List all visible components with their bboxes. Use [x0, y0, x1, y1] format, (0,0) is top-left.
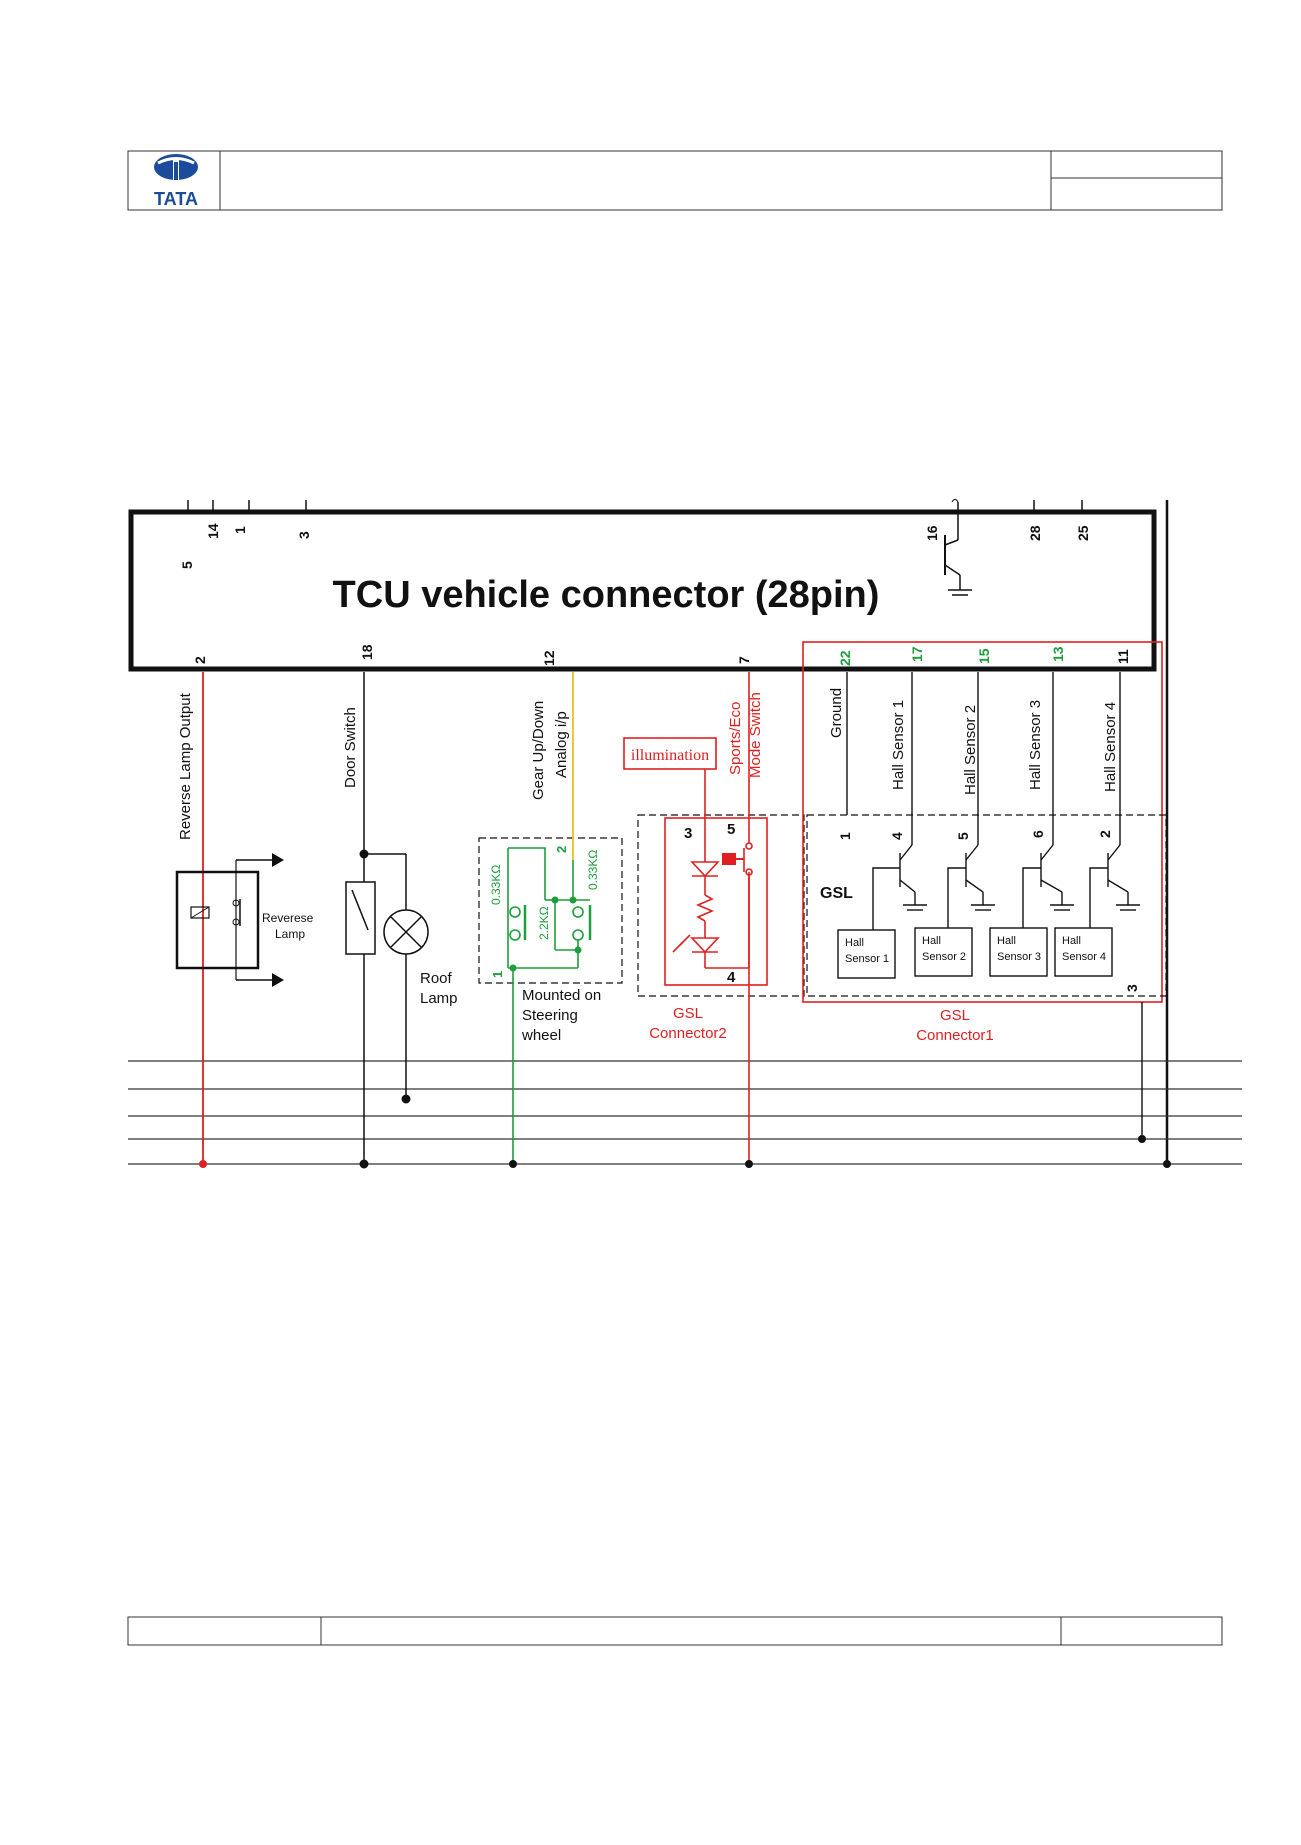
hall-sensor-box-text: Hall [997, 935, 1016, 947]
hall-sensor-box-text: Hall [922, 935, 941, 947]
steering-caption: Mounted on [522, 987, 601, 1004]
signal-hall-sensor-4: Hall Sensor 4 [1102, 702, 1119, 792]
reverse-relay-box [175, 870, 260, 970]
signal-gear-updown: Gear Up/Down [530, 701, 547, 800]
hall-transistor-4 [1089, 844, 1140, 930]
signal-reverse-lamp-output: Reverse Lamp Output [177, 692, 194, 840]
hall-transistor-3 [1022, 844, 1074, 930]
gsl1-label: GSL [820, 885, 853, 902]
pin16-transistor-symbol [944, 502, 972, 596]
top-pin-label: 14 [205, 523, 221, 539]
resistor-label: 0.33KΩ [489, 865, 503, 905]
signal-analog-ip: Analog i/p [553, 711, 570, 778]
hall-transistor-1 [872, 844, 927, 930]
illumination-box [623, 737, 717, 770]
steering-caption: wheel [521, 1027, 561, 1044]
signal-hall-sensor-3: Hall Sensor 3 [1027, 700, 1044, 790]
gsl1-caption: Connector1 [916, 1027, 994, 1044]
top-pin-label: 5 [179, 561, 195, 569]
door-switch-circuit [345, 672, 429, 1169]
gsl2-caption: Connector2 [649, 1025, 727, 1042]
logo-text: TATA [154, 189, 198, 209]
gsl1-caption: GSL [940, 1007, 970, 1024]
hall-sensor-box-text: Sensor 4 [1062, 951, 1106, 963]
resistor-label: 2.2KΩ [537, 906, 551, 940]
bottom-pin-label: 12 [541, 650, 557, 666]
gsl2-caption: GSL [673, 1005, 703, 1022]
steering-switch-block: 0.33KΩ 2.2KΩ 0.33KΩ 2 1 Mounted on Steer… [478, 672, 623, 1168]
bottom-pin-label: 7 [736, 656, 752, 664]
top-pin-label: 16 [924, 525, 940, 541]
switch-actuator [722, 853, 736, 865]
signal-labels: Reverse Lamp Output Door Switch Gear Up/… [177, 688, 1119, 840]
bus-lines [128, 1060, 1242, 1165]
gsl1-pin-label: 6 [1030, 830, 1046, 838]
bottom-pin-label: 18 [359, 644, 375, 660]
bottom-pin-label: 2 [192, 656, 208, 664]
reverse-lamp-label: Reverese [262, 911, 314, 925]
hall-sensor-box-text: Hall [1062, 935, 1081, 947]
header-box: TATA [127, 150, 1223, 211]
top-pin-label: 28 [1027, 525, 1043, 541]
top-pin-label: 25 [1075, 525, 1091, 541]
footer-box [127, 1616, 1223, 1646]
bottom-pin-labels: 2 18 12 7 22 17 15 13 11 [192, 644, 1131, 666]
steering-pin-label: 2 [554, 846, 569, 853]
bottom-pin-label: 17 [909, 646, 925, 662]
gsl-connector-2: illumination 3 [623, 672, 805, 1168]
hall-sensor-box-text: Hall [845, 937, 864, 949]
roof-lamp-label: Roof [420, 970, 453, 987]
illumination-label: illumination [631, 747, 709, 764]
gsl2-pin-label: 3 [684, 825, 692, 842]
gsl1-pin-label: 1 [837, 832, 853, 840]
signal-door-switch: Door Switch [342, 707, 359, 788]
signal-hall-sensor-2: Hall Sensor 2 [962, 705, 979, 795]
hall-sensor-box-text: Sensor 1 [845, 953, 889, 965]
tata-logo-icon [154, 154, 198, 180]
hall-sensor-box-text: Sensor 2 [922, 951, 966, 963]
gsl1-pin-label: 2 [1097, 830, 1113, 838]
gsl1-pin-label: 5 [955, 832, 971, 840]
reverse-lamp-label: Lamp [275, 927, 305, 941]
top-pin-label: 1 [232, 526, 248, 534]
hall-sensor-box-text: Sensor 3 [997, 951, 1041, 963]
gsl-connector-1: GSL [802, 641, 1171, 1168]
hall-transistor-2 [947, 844, 995, 930]
roof-lamp-label: Lamp [420, 990, 458, 1007]
door-switch-symbol [345, 881, 376, 955]
tcu-title: TCU vehicle connector (28pin) [333, 574, 880, 616]
bottom-pin-label: 11 [1115, 649, 1131, 664]
steering-caption: Steering [522, 1007, 578, 1024]
hall-sensor-box [837, 929, 896, 979]
bottom-pin-label: 15 [976, 648, 992, 664]
tcu-connector: TCU vehicle connector (28pin) [128, 499, 1169, 1162]
signal-hall-sensor-1: Hall Sensor 1 [890, 700, 907, 790]
steering-pin-label: 1 [490, 971, 505, 978]
top-pin-labels: 5 14 1 3 16 28 25 [179, 523, 1091, 569]
signal-mode-switch: Mode Switch [747, 692, 764, 778]
top-pin-label: 3 [296, 531, 312, 539]
gsl1-pin-label: 4 [889, 832, 905, 840]
bottom-pin-label: 22 [837, 650, 853, 666]
hall-sensor-box [914, 927, 973, 977]
hall-sensor-box [989, 927, 1048, 977]
resistor-label: 0.33KΩ [586, 850, 600, 890]
gsl1-pin-label: 3 [1124, 984, 1140, 992]
bottom-pin-label: 13 [1050, 646, 1066, 662]
signal-ground: Ground [828, 688, 845, 738]
signal-sports-eco: Sports/Eco [727, 702, 744, 775]
gsl2-pin-label: 4 [727, 969, 736, 986]
reverse-lamp-circuit: Reverese Lamp [175, 672, 314, 1168]
hall-sensor-box [1054, 927, 1113, 977]
gsl2-pin-label: 5 [727, 821, 735, 838]
